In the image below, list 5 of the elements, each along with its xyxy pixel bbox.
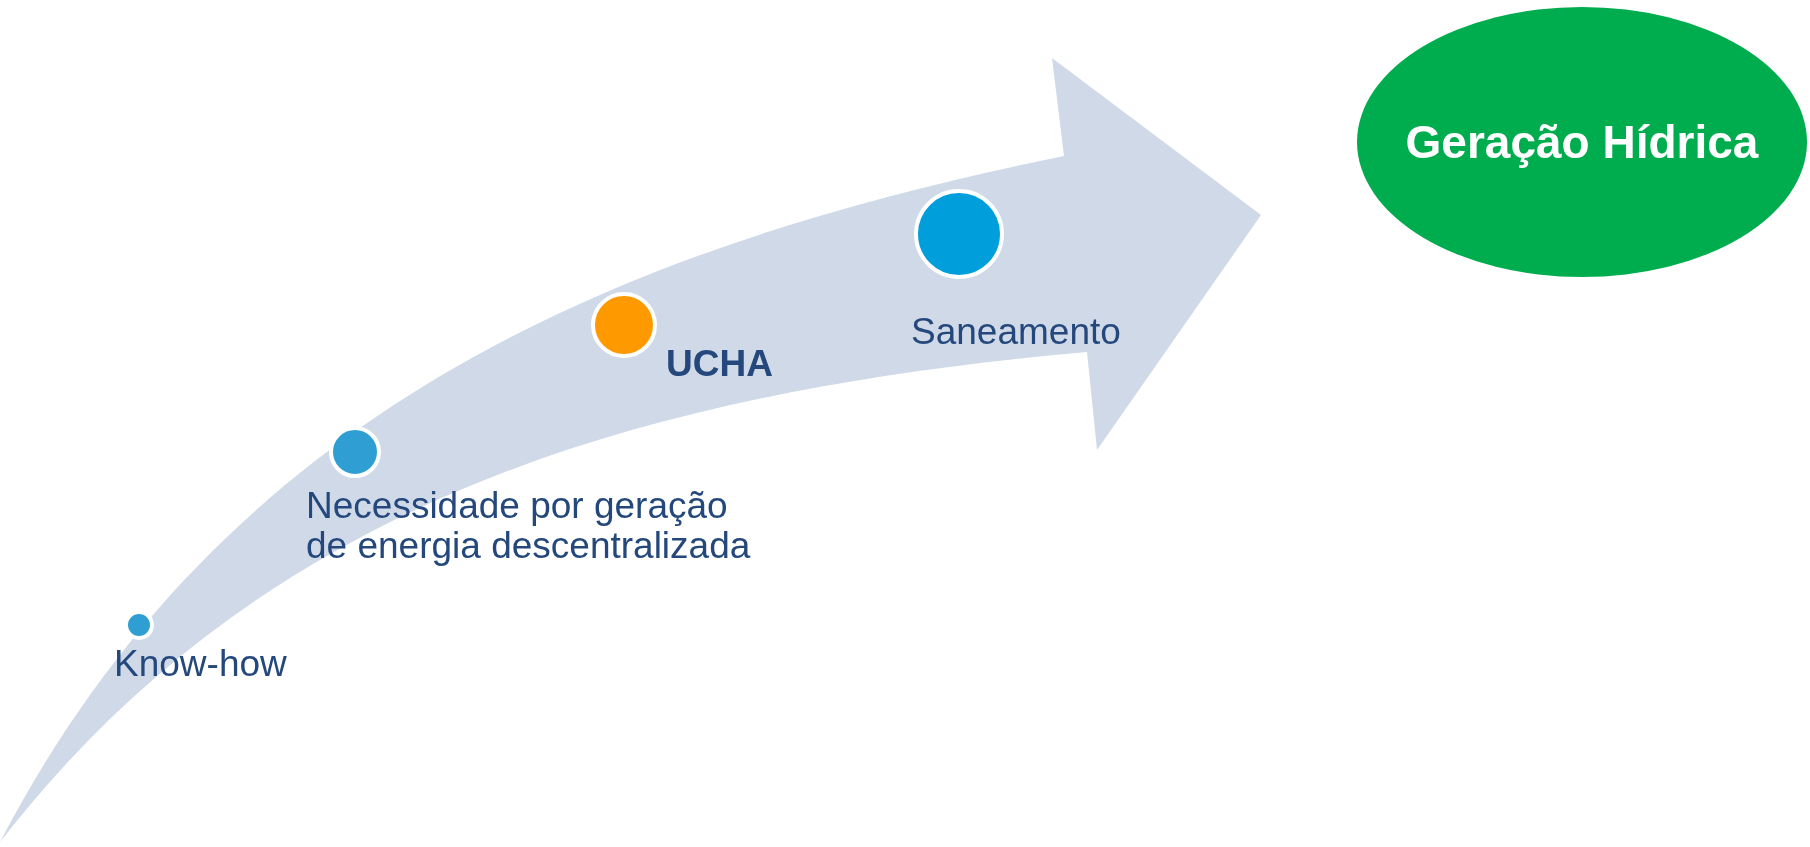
milestone-label: UCHA (666, 344, 774, 384)
milestone-label: Necessidade por geração de energia descentralizada (306, 486, 752, 566)
goal-label: Geração Hídrica (1405, 115, 1759, 169)
milestone-label: Saneamento (911, 312, 1122, 352)
milestone-label: Know-how (114, 644, 288, 684)
